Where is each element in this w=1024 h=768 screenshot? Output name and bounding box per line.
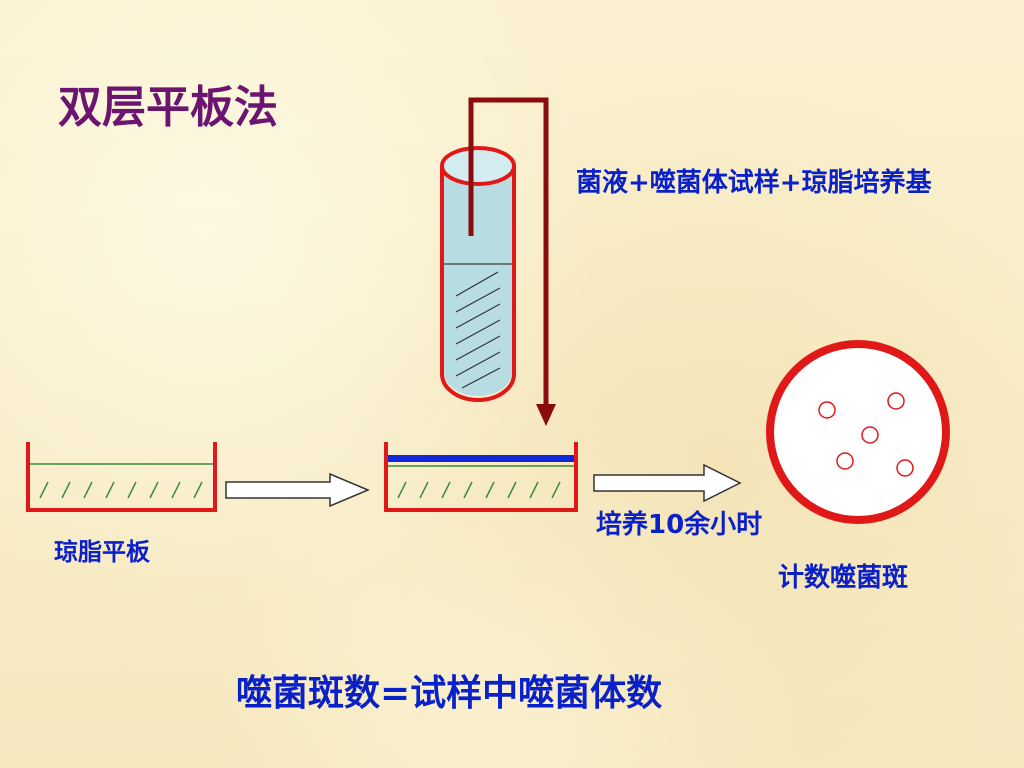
page-title: 双层平板法	[58, 82, 278, 133]
plate-2-outline	[384, 442, 578, 512]
process-arrow-1	[225, 472, 370, 508]
petri-dish-outline	[766, 340, 950, 524]
plaques	[818, 392, 914, 477]
plaque	[887, 392, 905, 410]
petri-dish	[766, 340, 950, 524]
tube-opening	[440, 146, 516, 186]
mixture-label: 菌液+噬菌体试样+琼脂培养基	[576, 168, 932, 198]
plate-1-hatching	[39, 481, 203, 499]
plaque	[836, 452, 854, 470]
plate-2-hatching	[397, 481, 561, 499]
pipe-arrowhead	[536, 404, 556, 426]
count-plaques-label: 计数噬菌斑	[778, 563, 909, 593]
plate-1-outline	[26, 442, 217, 512]
formula-text: 噬菌斑数=试样中噬菌体数	[236, 673, 663, 714]
agar-plate-1	[26, 442, 217, 512]
plaque	[861, 426, 879, 444]
plaque	[818, 401, 836, 419]
test-tube	[440, 146, 516, 402]
tube-liquid	[444, 166, 512, 396]
plate-2-top-layer	[388, 455, 574, 462]
tube-outline	[440, 166, 516, 402]
incubation-label: 培养10余小时	[596, 510, 763, 540]
process-arrow-2	[593, 463, 742, 503]
tube-hatching	[455, 271, 501, 389]
pipe-line	[468, 97, 549, 408]
plaque	[896, 459, 914, 477]
double-layer-plate	[384, 442, 578, 512]
agar-plate-label: 琼脂平板	[54, 538, 150, 566]
pouring-pipe	[468, 97, 556, 426]
